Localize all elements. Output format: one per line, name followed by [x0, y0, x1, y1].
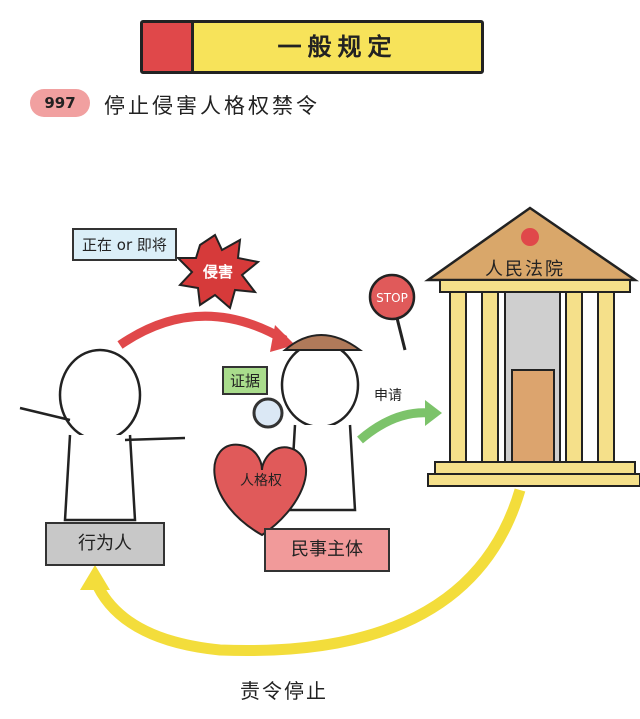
actor-figure: [58, 348, 142, 442]
civil-subject-label: 民事主体: [264, 528, 390, 572]
personality-right-label: 人格权: [240, 473, 282, 489]
header-title: 一般规定: [277, 33, 398, 61]
trident-icon: [124, 436, 186, 442]
infringe-arrow: [117, 311, 288, 349]
infringe-label: 侵害: [203, 263, 234, 281]
order-stop-label: 责令停止: [240, 679, 328, 703]
apply-label: 申请: [374, 388, 402, 404]
actor-label: 行为人: [45, 522, 165, 566]
evidence-label: 证据: [222, 366, 269, 395]
court-label: 人民法院: [485, 259, 565, 280]
stop-sign-icon: [368, 273, 416, 321]
timing-label: 正在 or 即将: [72, 228, 177, 261]
magnifier-icon: [252, 397, 284, 429]
article-number: 997: [30, 89, 90, 117]
stop-text: STOP: [376, 291, 408, 305]
emblem-icon: [521, 228, 539, 246]
article-title: 停止侵害人格权禁令: [104, 94, 320, 118]
apply-arrow: [357, 408, 431, 444]
court-door: [511, 369, 555, 463]
civil-subject-figure: [280, 341, 360, 429]
header-bar: 一般规定: [140, 20, 484, 74]
order-arrow: [89, 488, 526, 657]
burst-icon: [175, 233, 261, 310]
heart-icon: [213, 443, 307, 537]
